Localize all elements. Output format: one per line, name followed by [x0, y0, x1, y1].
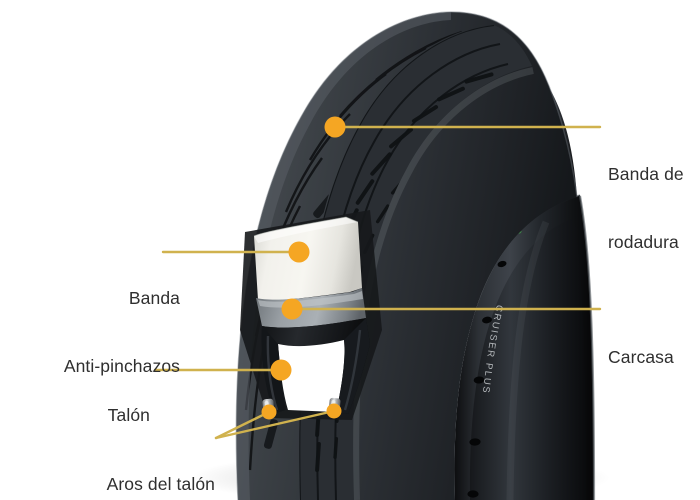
leader-aro-izquierdo	[214, 410, 271, 440]
dot-banda-de-rodadura[interactable]	[324, 116, 346, 138]
label-banda-anti-pinchazos-line1: Banda	[128, 287, 180, 308]
dot-talon[interactable]	[270, 359, 292, 381]
callout-dots	[261, 116, 346, 420]
label-banda-de-rodadura-line1: Banda de	[608, 163, 684, 184]
wheel-rim	[452, 194, 596, 500]
anti-puncture-belt	[254, 217, 362, 301]
label-carcasa-line1: Carcasa	[608, 346, 674, 367]
label-talon: Talón	[20, 358, 150, 472]
label-banda-anti-pinchazos-line2: Anti-pinchazos	[63, 355, 180, 376]
label-banda-de-rodadura: Banda de rodadura	[608, 117, 684, 299]
bicycle-tire-photo: SCHWALBE CRUISER PLUS	[190, 11, 610, 500]
label-aros-del-talon-line1: Aros del talón	[106, 473, 215, 494]
callout-leader-lines	[153, 125, 602, 440]
label-aros-del-talon: Aros del talón	[20, 427, 215, 500]
leader-aro-derecho	[214, 409, 336, 440]
label-banda-anti-pinchazos: Banda Anti-pinchazos	[20, 241, 180, 423]
dot-aro-derecho[interactable]	[326, 403, 342, 419]
label-carcasa: Carcasa	[608, 300, 674, 414]
dot-aro-izquierdo[interactable]	[261, 404, 277, 420]
spoke-holes	[467, 215, 528, 498]
dot-carcasa[interactable]	[281, 298, 303, 320]
dot-banda-anti-pinchazos[interactable]	[288, 241, 310, 263]
label-banda-de-rodadura-line2: rodadura	[608, 231, 679, 252]
label-talon-line1: Talón	[107, 404, 150, 425]
tire-cross-section	[240, 210, 382, 420]
